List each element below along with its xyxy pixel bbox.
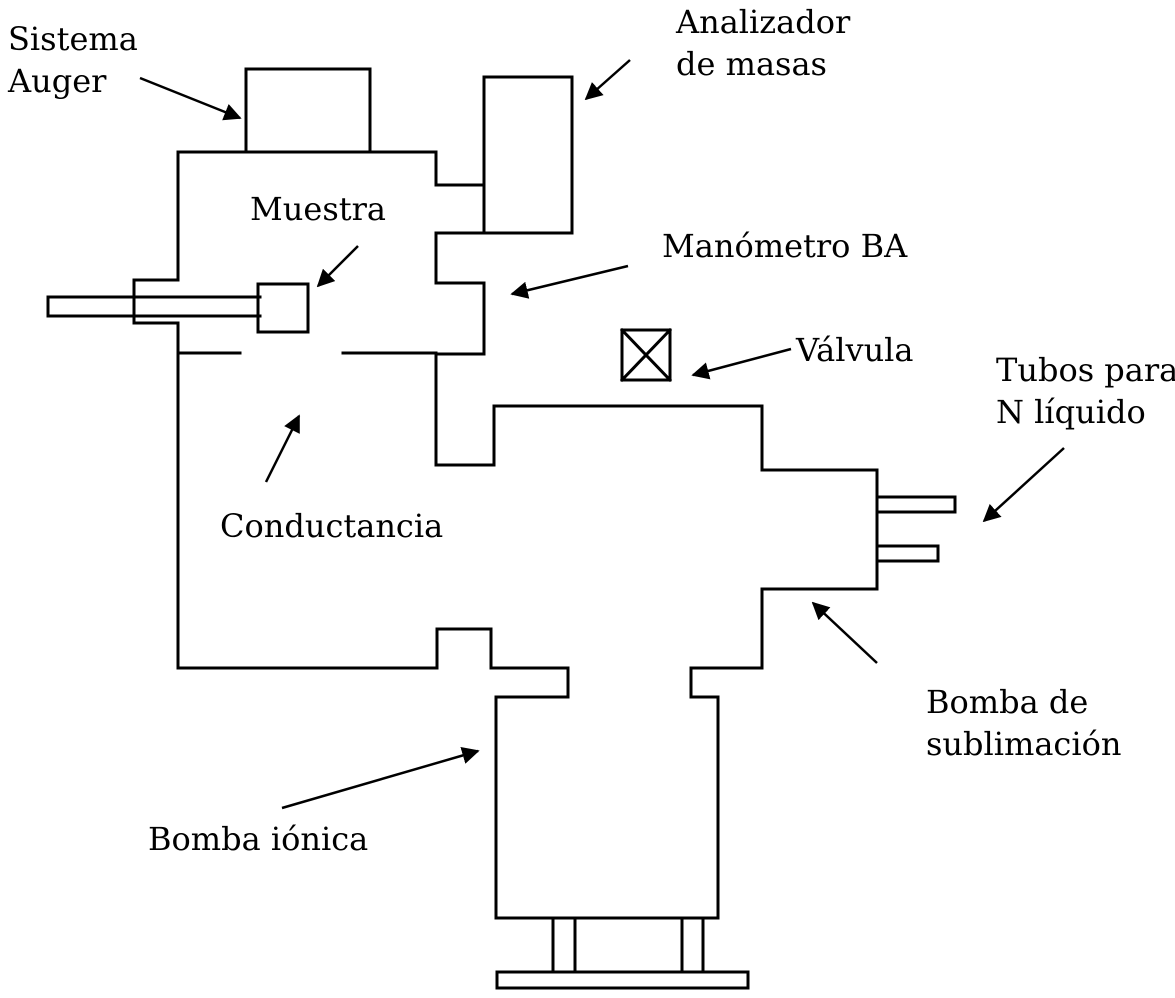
label-sistema-auger-1: Sistema [8, 20, 138, 58]
mass-analyzer-housing [482, 75, 574, 235]
label-valvula: Válvula [795, 331, 913, 369]
pump-base-plate [495, 970, 750, 990]
label-conductancia: Conductancia [220, 507, 443, 545]
label-analizador-1: Analizador [675, 3, 851, 41]
label-tubos-1: Tubos para [996, 351, 1175, 389]
arrow-conductancia [264, 414, 301, 483]
label-tubos-2: N líquido [996, 393, 1146, 431]
auger-system-box [244, 67, 372, 154]
label-analizador-2: de masas [676, 45, 827, 83]
arrow-tubos [982, 447, 1065, 523]
arrow-manometro [510, 264, 629, 299]
arrow-bomba-ionica [281, 746, 480, 810]
valve-icon [620, 328, 672, 382]
arrow-analizador [584, 59, 631, 101]
nitrogen-tube-upper [875, 495, 957, 514]
label-sistema-auger-2: Auger [7, 62, 107, 100]
valve-cross-b [619, 327, 673, 383]
label-manometro: Manómetro BA [662, 227, 908, 265]
main-chamber-outline [132, 150, 879, 920]
nitrogen-tube-lower [875, 544, 940, 563]
arrow-muestra [316, 245, 359, 288]
arrow-bomba-sublimacion [811, 601, 878, 664]
sample-block [256, 282, 310, 334]
arrow-valvula [691, 347, 792, 380]
label-bomba-ionica: Bomba iónica [148, 820, 368, 858]
label-bomba-sublimacion-2: sublimación [926, 725, 1121, 763]
label-muestra: Muestra [250, 190, 386, 228]
arrow-sistema-auger [139, 76, 242, 121]
label-bomba-sublimacion-1: Bomba de [926, 683, 1088, 721]
sample-rod [46, 295, 262, 318]
